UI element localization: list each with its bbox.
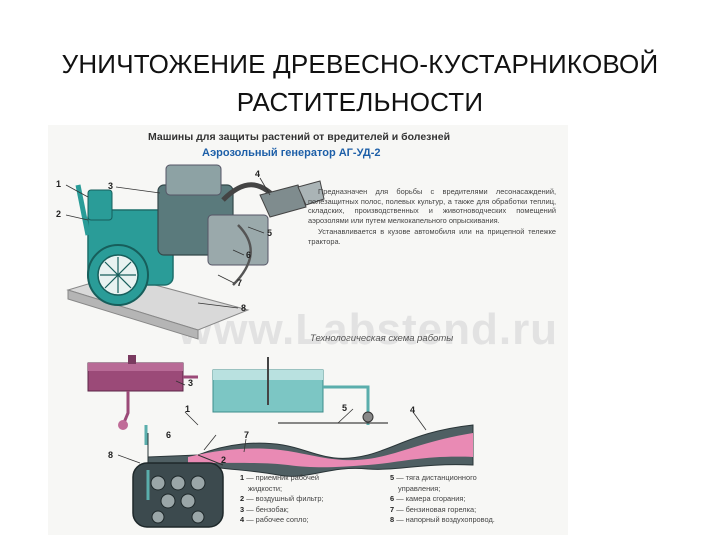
callout-scheme-6: 6 (166, 430, 172, 440)
legend-left-column: 1 — приемник рабочей жидкости; 2 — возду… (240, 473, 390, 526)
legend-item: 7 — бензиновая горелка; (390, 504, 477, 514)
callout-machine-1: 1 (56, 179, 62, 189)
poster-illustration (65, 164, 474, 528)
legend-item: 2 — воздушный фильтр; (240, 494, 324, 503)
slide-title-line1: УНИЧТОЖЕНИЕ ДРЕВЕСНО-КУСТАРНИКОВОЙ (61, 49, 659, 80)
legend-item: 3 — бензобак; (240, 504, 289, 514)
callout-machine-3: 3 (108, 181, 114, 191)
callout-scheme-2: 2 (221, 455, 227, 465)
callout-scheme-3: 3 (188, 378, 194, 388)
legend-item: управления; (398, 483, 441, 493)
slide-title-line2: РАСТИТЕЛЬНОСТИ (236, 87, 484, 118)
poster-description: Предназначен для борьбы с вредителями ле… (308, 187, 556, 249)
slide-title: УНИЧТОЖЕНИЕ ДРЕВЕСНО-КУСТАРНИКОВОЙ РАСТИ… (0, 45, 720, 121)
generator-poster: Машины для защиты растений от вредителей… (48, 125, 568, 535)
legend-item: 4 — рабочее сопло; (240, 515, 309, 524)
poster-heading: Машины для защиты растений от вредителей… (148, 131, 451, 143)
scheme-title: Технологическая схема работы (310, 333, 454, 344)
description-paragraph-2: Устанавливается в кузове автомобиля или … (308, 227, 556, 246)
legend-item: жидкости; (248, 483, 283, 493)
legend-item: 5 — тяга дистанционного (390, 473, 477, 482)
callout-machine-2: 2 (56, 209, 62, 219)
callout-machine-4: 4 (255, 169, 261, 179)
callout-scheme-7: 7 (244, 430, 250, 440)
machine-illustration (66, 164, 325, 340)
callout-machine-5: 5 (267, 228, 273, 238)
description-paragraph-1: Предназначен для борьбы с вредителями ле… (308, 187, 556, 225)
callout-machine-6: 6 (246, 250, 252, 260)
technological-scheme (87, 355, 474, 528)
callout-scheme-1: 1 (185, 404, 191, 414)
legend-item: 1 — приемник рабочей (240, 473, 320, 482)
callout-scheme-5: 5 (342, 403, 348, 413)
callout-scheme-8: 8 (108, 450, 114, 460)
callout-scheme-4: 4 (410, 405, 416, 415)
poster-subheading: Аэрозольный генератор АГ-УД-2 (202, 147, 381, 159)
legend-item: 8 — напорный воздухопровод. (390, 515, 495, 524)
callout-machine-8: 8 (241, 303, 247, 313)
legend-item: 6 — камера сгорания; (390, 494, 466, 503)
callout-machine-7: 7 (237, 278, 243, 288)
legend-right-column: 5 — тяга дистанционного управления; 6 — … (390, 473, 540, 526)
